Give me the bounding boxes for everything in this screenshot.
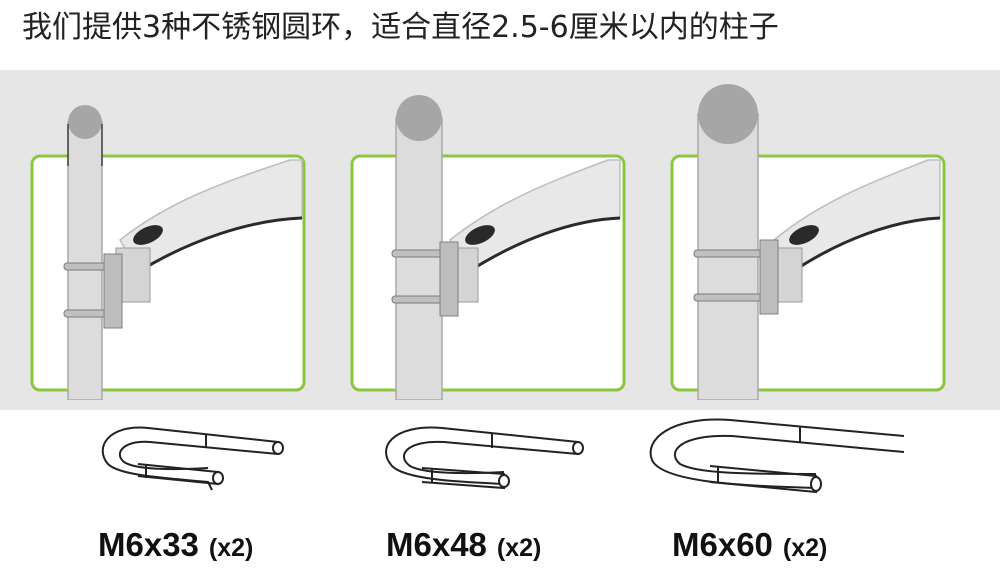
clamp-model-label: M6x60 — [672, 526, 773, 563]
pole-mount-illustration-small — [20, 80, 310, 400]
u-bolt-medium-icon — [372, 412, 592, 512]
pole-mount-illustration-medium — [340, 80, 630, 400]
clamp-model-label: M6x33 — [98, 526, 199, 563]
clamp-quantity-label: (x2) — [208, 534, 254, 562]
pole-mount-illustration-large — [660, 80, 950, 400]
clamp-caption-small: M6x33 (x2) — [98, 526, 253, 572]
clamp-caption-large: M6x60 (x2) — [672, 526, 827, 572]
clamp-quantity-label: (x2) — [782, 534, 828, 562]
clamp-caption-medium: M6x48 (x2) — [386, 526, 541, 572]
clamp-model-label: M6x48 — [386, 526, 487, 563]
headline: 我们提供3种不锈钢圆环，适合直径2.5-6厘米以内的柱子 — [22, 10, 779, 45]
clamp-quantity-label: (x2) — [496, 534, 542, 562]
u-bolt-small-icon — [88, 412, 288, 512]
u-bolt-large-icon — [640, 412, 910, 512]
